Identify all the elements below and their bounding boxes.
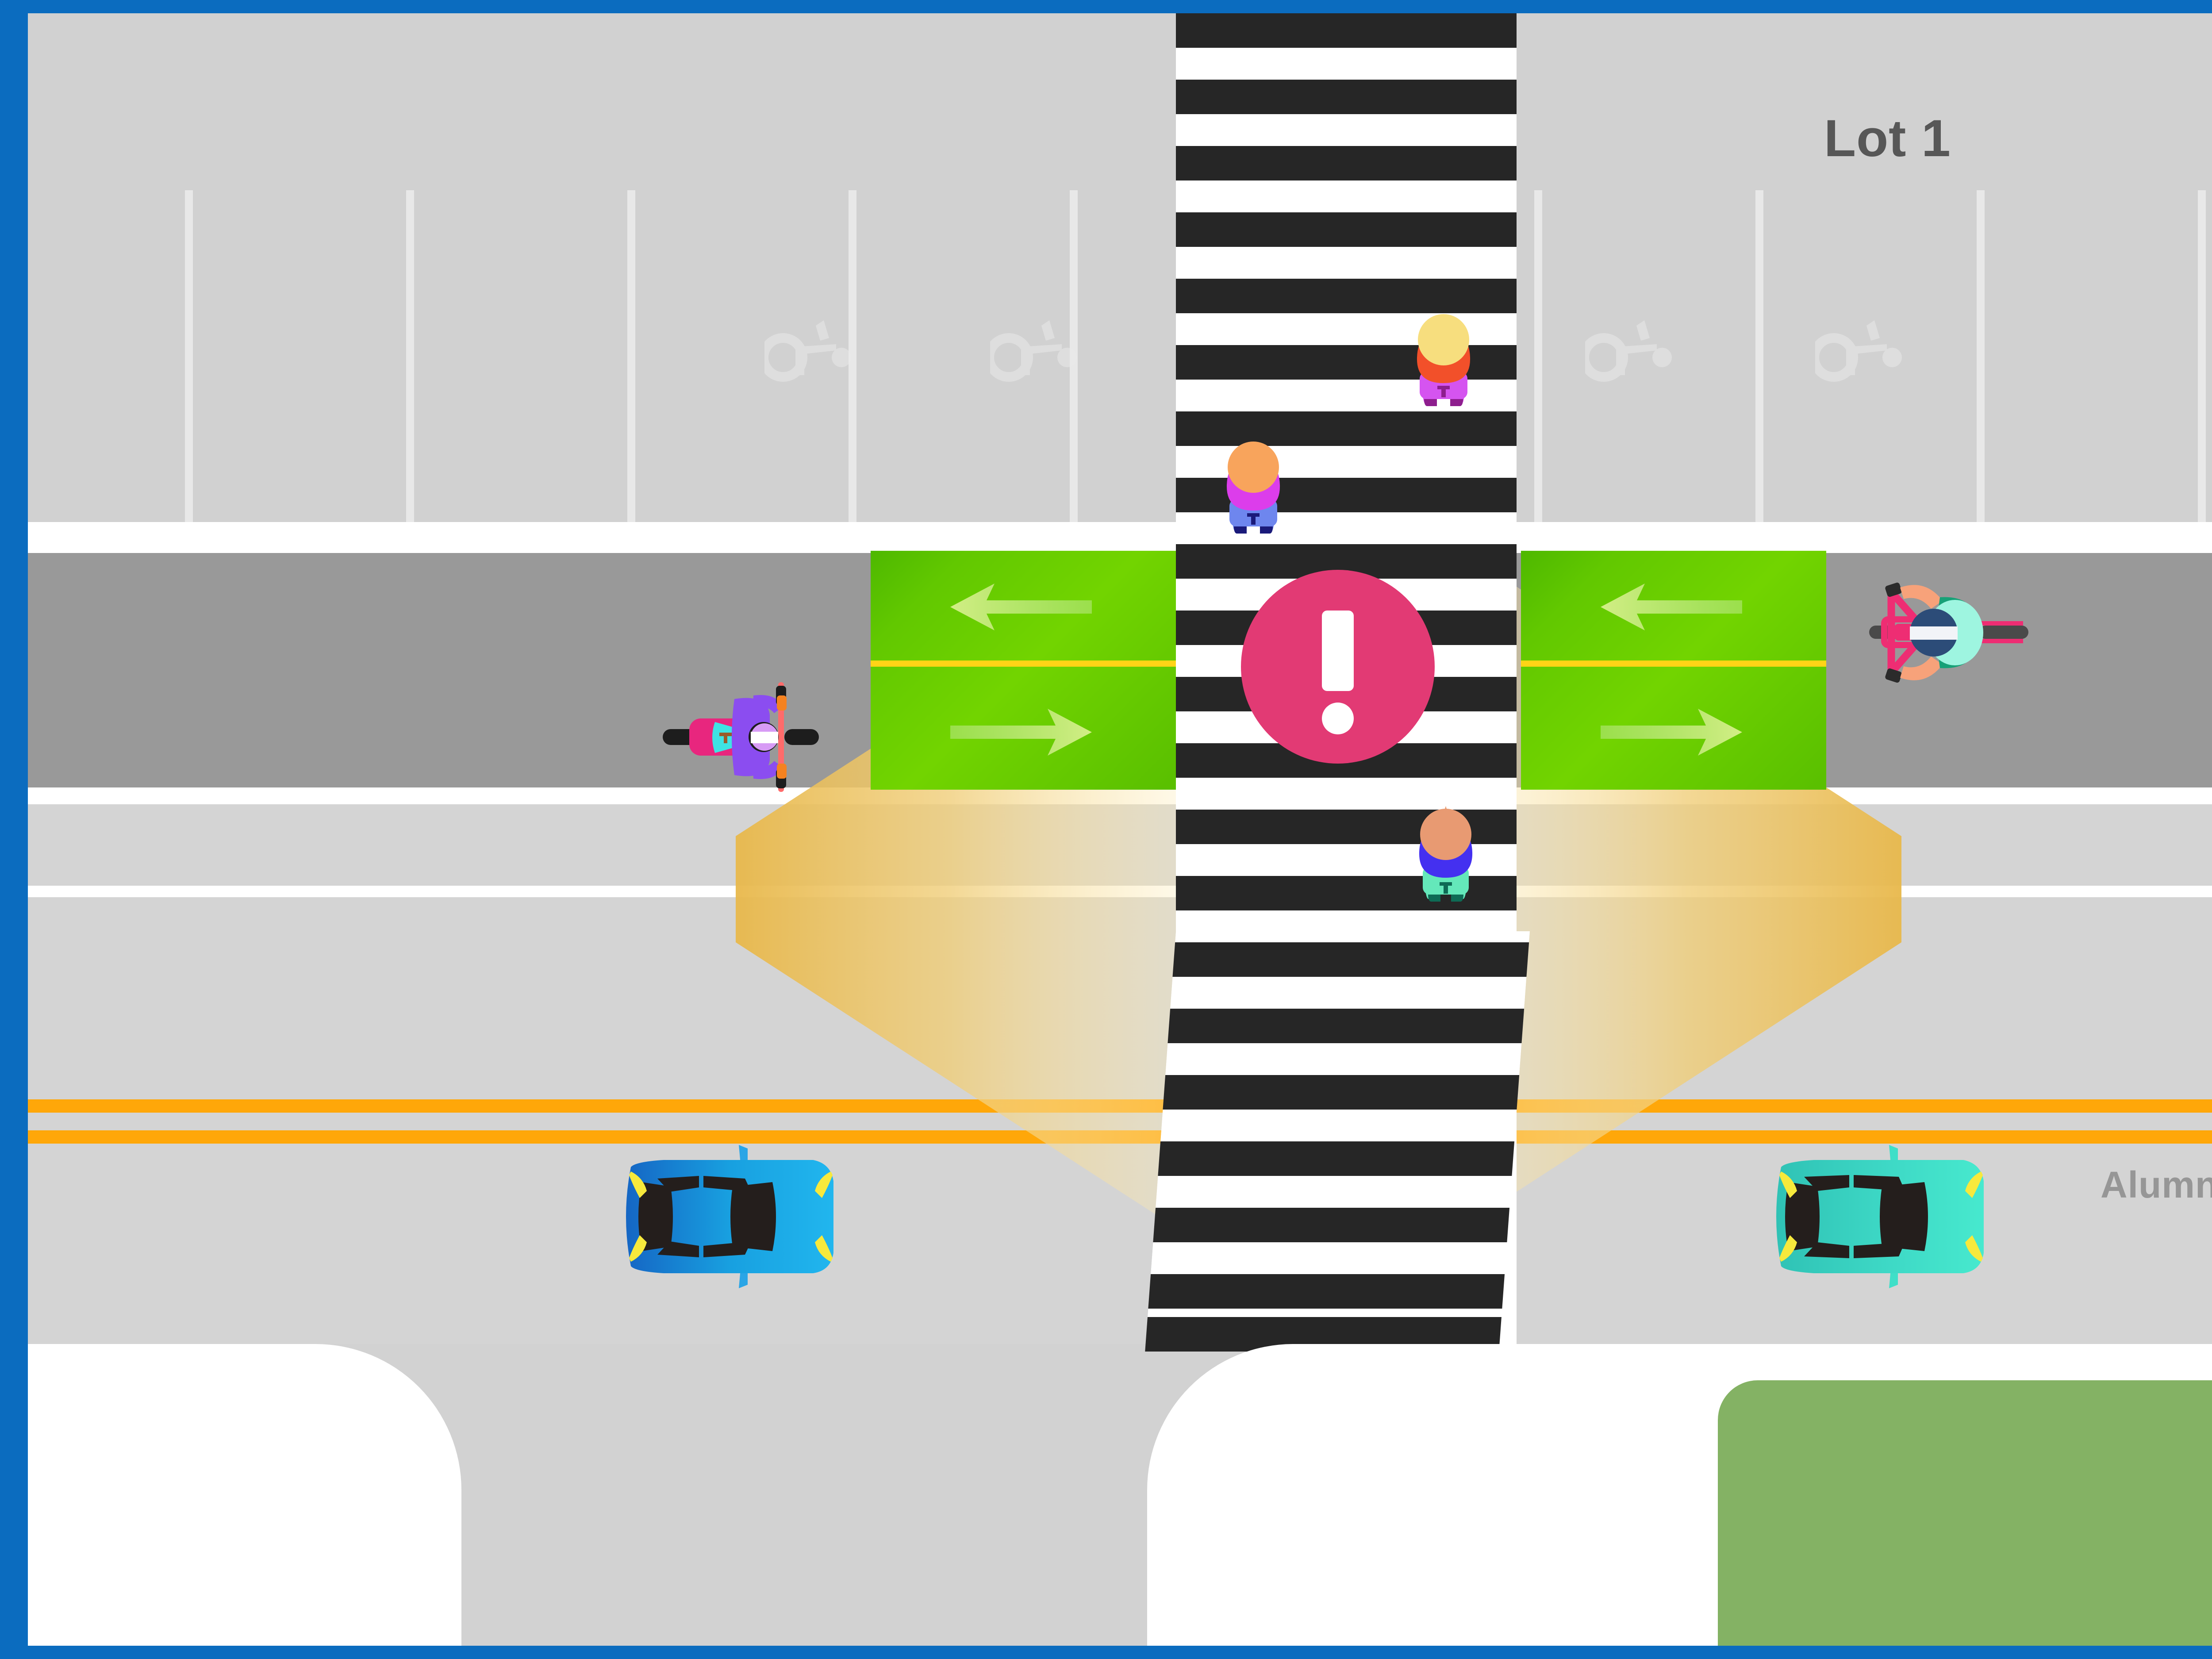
wheelchair-accessible-parking-icon	[990, 296, 1079, 398]
crosswalk-stripe	[1176, 146, 1517, 180]
crosswalk-stripe	[1145, 1208, 1528, 1242]
wheelchair-accessible-parking-icon	[1585, 296, 1674, 398]
parking-stall-line	[2198, 190, 2206, 522]
crosswalk-stripe	[1145, 1075, 1530, 1110]
bike-signal-panel-right[interactable]	[1521, 551, 1826, 790]
pedestrian-upper[interactable]	[1395, 305, 1492, 407]
car-teal[interactable]	[1733, 1133, 1999, 1301]
crosswalk-lower	[1145, 931, 1530, 1352]
crosswalk-stripe	[1176, 212, 1517, 247]
exclamation-bar	[1322, 611, 1354, 691]
top-sidewalk	[28, 522, 2212, 553]
arrow-right-icon	[950, 708, 1092, 757]
arrow-right-icon	[1601, 708, 1742, 757]
crosswalk-stripe	[1145, 1141, 1530, 1176]
parking-stall-line	[1977, 190, 1985, 522]
parking-stall-line	[1755, 190, 1763, 522]
parking-stall-line	[627, 190, 635, 522]
motorcycle-left[interactable]	[658, 672, 826, 801]
crosswalk-stripe	[1146, 942, 1530, 977]
crosswalk-stripe	[1176, 279, 1517, 313]
panel-divider-line	[871, 661, 1176, 667]
bottom-center-sidewalk	[1147, 1344, 1705, 1646]
parking-lot-label: Lot 1	[1824, 109, 1951, 168]
bike-signal-panel-left[interactable]	[871, 551, 1176, 790]
crosswalk-stripe	[1145, 1274, 1523, 1309]
pedestrian-lower[interactable]	[1397, 800, 1494, 902]
wheelchair-accessible-parking-icon	[764, 296, 853, 398]
street-name-label: Alumni Drive	[2101, 1164, 2212, 1206]
bottom-left-sidewalk	[28, 1344, 461, 1646]
panel-divider-line	[1521, 661, 1826, 667]
parking-lot-area	[28, 13, 2212, 522]
arrow-left-icon	[950, 583, 1092, 631]
crosswalk-stripe	[1176, 411, 1517, 446]
crosswalk-stripe	[1145, 1009, 1530, 1043]
parking-stall-line	[1534, 190, 1542, 522]
grass-lawn-area	[1718, 1380, 2212, 1646]
warning-exclamation-icon[interactable]	[1241, 570, 1435, 764]
crosswalk-stripe	[1176, 13, 1517, 48]
parking-stall-line	[185, 190, 193, 522]
bicycle-right[interactable]	[1868, 572, 2032, 695]
crosswalk-stripe	[1176, 80, 1517, 114]
parking-stall-line	[406, 190, 414, 522]
arrow-left-icon	[1601, 583, 1742, 631]
exclamation-dot	[1322, 703, 1354, 734]
pedestrian-middle[interactable]	[1205, 433, 1302, 534]
car-blue[interactable]	[583, 1133, 849, 1301]
wheelchair-accessible-parking-icon	[1815, 296, 1904, 398]
parking-stall-line	[849, 190, 856, 522]
scene-stage: Lot 1	[28, 13, 2212, 1646]
